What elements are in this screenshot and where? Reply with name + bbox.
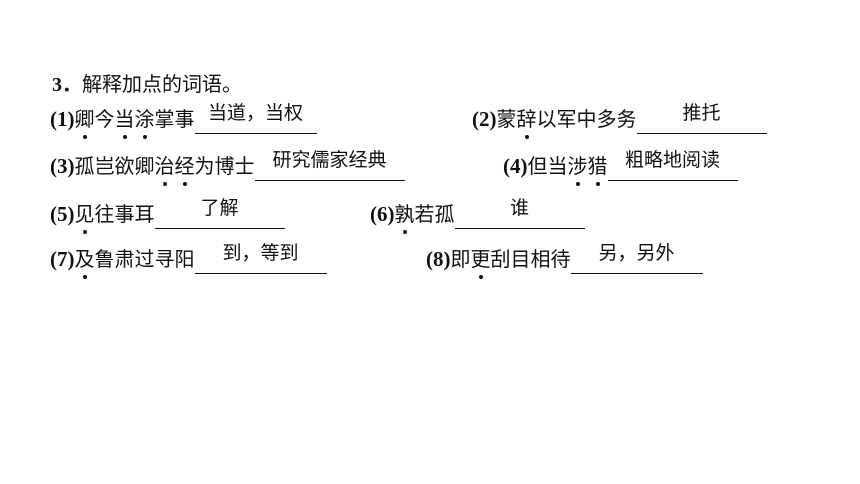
question-char: 若 bbox=[414, 202, 435, 226]
emphasized-char: 当 bbox=[115, 104, 135, 139]
emphasized-char: 孰 bbox=[395, 199, 415, 234]
answer-text: 到，等到 bbox=[222, 242, 299, 264]
question-char: 过 bbox=[134, 247, 155, 271]
question-char: 今 bbox=[94, 107, 115, 131]
item-question: 蒙辞以军中多务 bbox=[496, 104, 637, 139]
item-question: 即更刮目相待 bbox=[450, 244, 571, 279]
emphasized-char: 涂 bbox=[135, 104, 155, 139]
question-char: 为 bbox=[194, 154, 215, 178]
question-char: 务 bbox=[616, 107, 637, 131]
question-char: 寻 bbox=[154, 247, 175, 271]
question-number: 3． bbox=[52, 74, 82, 96]
item-question: 及鲁肃过寻阳 bbox=[75, 244, 195, 279]
item-8: (8)即更刮目相待 另，另外 bbox=[426, 242, 703, 279]
question-char: 军 bbox=[556, 107, 577, 131]
question-char: 相 bbox=[530, 247, 551, 271]
question-char: 事 bbox=[174, 107, 195, 131]
question-char: 但 bbox=[527, 154, 548, 178]
item-label: (3) bbox=[50, 154, 75, 178]
item-2: (2)蒙辞以军中多务 推托 bbox=[472, 102, 767, 139]
answer-blank: 当道，当权 bbox=[194, 102, 317, 134]
emphasized-char: 及 bbox=[75, 244, 95, 279]
answer-blank: 另，另外 bbox=[570, 242, 703, 274]
question-char: 往 bbox=[94, 202, 115, 226]
answer-blank: 推托 bbox=[636, 102, 767, 134]
answer-text: 谁 bbox=[509, 197, 529, 219]
item-label: (1) bbox=[50, 107, 75, 131]
question-char: 蒙 bbox=[496, 107, 517, 131]
question-char: 中 bbox=[576, 107, 597, 131]
item-question: 见往事耳 bbox=[75, 199, 155, 234]
question-char: 待 bbox=[550, 247, 571, 271]
emphasized-char: 辞 bbox=[517, 104, 537, 139]
question-char: 博 bbox=[214, 154, 235, 178]
item-6: (6)孰若孤 谁 bbox=[370, 197, 585, 234]
question-char: 多 bbox=[596, 107, 617, 131]
question-char: 掌 bbox=[154, 107, 175, 131]
emphasized-char: 见 bbox=[75, 199, 95, 234]
question-char: 即 bbox=[450, 247, 471, 271]
answer-text: 了解 bbox=[200, 197, 239, 219]
emphasized-char: 经 bbox=[175, 151, 195, 186]
question-char: 肃 bbox=[114, 247, 135, 271]
question-char: 孤 bbox=[74, 154, 95, 178]
emphasized-char: 治 bbox=[155, 151, 175, 186]
question-char: 目 bbox=[510, 247, 531, 271]
question-char: 刮 bbox=[490, 247, 511, 271]
question-instruction: 解释加点的词语。 bbox=[82, 72, 242, 96]
item-1: (1)卿今当涂掌事当道，当权 bbox=[50, 102, 317, 139]
item-question: 孰若孤 bbox=[395, 199, 455, 234]
answer-blank: 研究儒家经典 bbox=[254, 149, 405, 181]
item-7: (7)及鲁肃过寻阳 到，等到 bbox=[50, 242, 327, 279]
emphasized-char: 卿 bbox=[75, 104, 95, 139]
question-char: 鲁 bbox=[94, 247, 115, 271]
answer-blank: 粗略地阅读 bbox=[607, 149, 738, 181]
question-char: 阳 bbox=[174, 247, 195, 271]
item-label: (2) bbox=[472, 107, 497, 131]
question-char: 事 bbox=[114, 202, 135, 226]
emphasized-char: 涉 bbox=[568, 151, 588, 186]
item-label: (6) bbox=[370, 202, 395, 226]
emphasized-char: 更 bbox=[471, 244, 491, 279]
answer-blank: 了解 bbox=[154, 197, 285, 229]
item-question: 卿今当涂掌事 bbox=[75, 104, 195, 139]
item-label: (7) bbox=[50, 247, 75, 271]
question-char: 以 bbox=[536, 107, 557, 131]
question-char: 士 bbox=[234, 154, 255, 178]
question-heading: 3．解释加点的词语。 bbox=[52, 68, 242, 97]
answer-blank: 谁 bbox=[454, 197, 585, 229]
question-char: 卿 bbox=[134, 154, 155, 178]
item-label: (5) bbox=[50, 202, 75, 226]
question-char: 当 bbox=[547, 154, 568, 178]
item-question: 但当涉猎 bbox=[527, 151, 608, 186]
item-question: 孤岂欲卿治经为博士 bbox=[74, 151, 255, 186]
answer-text: 研究儒家经典 bbox=[272, 149, 387, 171]
answer-text: 另，另外 bbox=[598, 242, 675, 264]
answer-blank: 到，等到 bbox=[194, 242, 327, 274]
question-char: 欲 bbox=[114, 154, 135, 178]
answer-text: 粗略地阅读 bbox=[624, 149, 720, 171]
answer-text: 当道，当权 bbox=[207, 102, 303, 124]
question-char: 耳 bbox=[134, 202, 155, 226]
item-label: (4) bbox=[503, 154, 528, 178]
item-label: (8) bbox=[426, 247, 451, 271]
item-3: (3)孤岂欲卿治经为博士研究儒家经典 bbox=[50, 149, 405, 186]
item-4: (4)但当涉猎粗略地阅读 bbox=[503, 149, 738, 186]
answer-text: 推托 bbox=[682, 102, 721, 124]
question-char: 孤 bbox=[434, 202, 455, 226]
question-char: 岂 bbox=[94, 154, 115, 178]
item-5: (5)见往事耳 了解 bbox=[50, 197, 285, 234]
emphasized-char: 猎 bbox=[588, 151, 608, 186]
